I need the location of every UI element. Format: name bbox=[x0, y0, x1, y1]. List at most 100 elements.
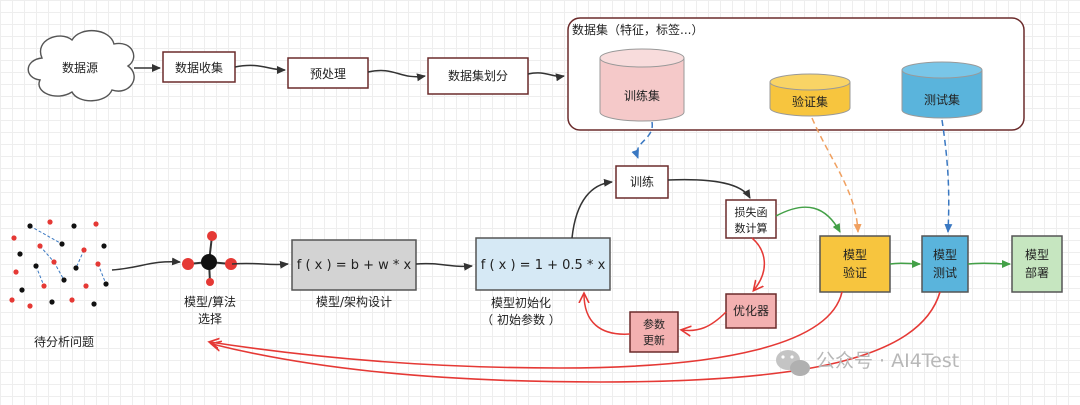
test-set-cylinder: 测试集 bbox=[901, 61, 983, 119]
arrow-train-to-loss bbox=[667, 178, 751, 199]
scatter-point bbox=[49, 299, 55, 305]
model-select-label-line1: 模型/算法 bbox=[184, 294, 236, 309]
val-set-cylinder: 验证集 bbox=[769, 73, 851, 117]
scatter-point bbox=[51, 259, 57, 265]
arrow-loss-to-optimizer bbox=[751, 237, 766, 290]
scatter-point bbox=[93, 221, 99, 227]
wechat-icon bbox=[776, 350, 810, 376]
arrow-preprocess-to-split bbox=[367, 69, 426, 82]
arrow-select-to-design bbox=[231, 260, 289, 269]
arrow-test-feedback bbox=[212, 291, 941, 383]
scatter-point bbox=[19, 287, 25, 293]
scatter-point bbox=[17, 251, 23, 257]
arrow-testset-to-test bbox=[941, 119, 953, 233]
arrow-validate-feedback bbox=[210, 291, 843, 369]
model-test-box: 模型 测试 bbox=[921, 235, 969, 293]
train-box: 训练 bbox=[615, 165, 669, 199]
param-update-label-line1: 参数 bbox=[643, 317, 665, 331]
scatter-link bbox=[97, 263, 107, 285]
scatter-point bbox=[91, 301, 97, 307]
scatter-point bbox=[27, 223, 33, 229]
scatter-point bbox=[83, 283, 89, 289]
model-validate-box: 模型 验证 bbox=[819, 235, 891, 293]
scatter-point bbox=[95, 261, 101, 267]
model-validate-label-line2: 验证 bbox=[843, 265, 867, 280]
scatter-point bbox=[11, 235, 17, 241]
arrow-problem-to-select bbox=[111, 257, 181, 271]
arrow-optimizer-to-update bbox=[682, 311, 727, 330]
arrow-split-to-dataset bbox=[527, 72, 565, 82]
scatter-point bbox=[27, 303, 33, 309]
loss-label-line2: 数计算 bbox=[735, 221, 768, 235]
loss-box: 损失函 数计算 bbox=[725, 199, 777, 239]
dataset-group-title: 数据集（特征，标签...） bbox=[572, 22, 703, 37]
arrow-design-to-init bbox=[415, 262, 473, 271]
model-select-icon bbox=[182, 231, 237, 286]
train-set-cylinder: 训练集 bbox=[599, 48, 685, 122]
scatter-point bbox=[33, 263, 39, 269]
data-source-label: 数据源 bbox=[62, 60, 98, 75]
model-validate-label-line1: 模型 bbox=[843, 248, 867, 262]
scatter-point bbox=[81, 247, 87, 253]
arrow-validate-to-test bbox=[889, 259, 921, 268]
scatter-link bbox=[53, 261, 65, 281]
scatter-point bbox=[101, 243, 107, 249]
model-design-label: 模型/架构设计 bbox=[316, 294, 392, 309]
data-source-cloud: 数据源 bbox=[27, 30, 135, 102]
arrow-update-to-init bbox=[584, 294, 631, 335]
scatter-point bbox=[71, 223, 77, 229]
scatter-point bbox=[103, 281, 109, 287]
model-design-formula: f ( x ) = b + w * x bbox=[297, 258, 412, 273]
arrow-loss-to-validate bbox=[775, 206, 841, 233]
problem-scatter bbox=[9, 219, 109, 309]
preprocessing-label: 预处理 bbox=[310, 67, 346, 81]
model-test-label-line1: 模型 bbox=[933, 248, 957, 262]
scatter-point bbox=[13, 269, 19, 275]
dataset-split-label: 数据集划分 bbox=[448, 68, 508, 83]
scatter-link bbox=[75, 249, 85, 269]
arrow-collection-to-preprocess bbox=[234, 64, 286, 74]
loss-label-line1: 损失函 bbox=[735, 205, 768, 219]
model-deploy-label-line2: 部署 bbox=[1025, 265, 1049, 280]
model-select-label-line2: 选择 bbox=[198, 312, 222, 326]
arrow-valset-to-validate bbox=[811, 117, 862, 233]
test-set-label: 测试集 bbox=[924, 92, 960, 107]
scatter-point bbox=[47, 219, 53, 225]
arrow-init-to-train bbox=[571, 178, 613, 239]
train-label: 训练 bbox=[630, 174, 654, 189]
model-init-label-line1: 模型初始化 bbox=[491, 296, 551, 310]
problem-label: 待分析问题 bbox=[34, 335, 94, 349]
scatter-point bbox=[73, 265, 79, 271]
model-test-label-line2: 测试 bbox=[933, 265, 957, 280]
watermark-text: 公众号 · AI4Test bbox=[816, 350, 959, 372]
model-init-box: f ( x ) = 1 + 0.5 * x bbox=[475, 237, 611, 291]
model-deploy-label-line1: 模型 bbox=[1025, 248, 1049, 262]
model-init-formula: f ( x ) = 1 + 0.5 * x bbox=[481, 258, 606, 273]
scatter-link bbox=[29, 225, 63, 245]
preprocessing-box: 预处理 bbox=[287, 57, 369, 89]
scatter-point bbox=[59, 241, 65, 247]
data-collection-label: 数据收集 bbox=[175, 60, 223, 75]
val-set-label: 验证集 bbox=[792, 94, 828, 109]
scatter-link bbox=[35, 265, 45, 287]
arrow-trainset-to-train bbox=[631, 121, 653, 159]
scatter-point bbox=[37, 243, 43, 249]
arrow-test-to-deploy bbox=[967, 259, 1011, 268]
optimizer-box: 优化器 bbox=[725, 293, 777, 329]
dataset-split-box: 数据集划分 bbox=[427, 57, 529, 95]
model-design-box: f ( x ) = b + w * x bbox=[291, 239, 417, 291]
model-init-label-line2: （ 初始参数 ） bbox=[481, 312, 561, 327]
param-update-box: 参数 更新 bbox=[629, 311, 679, 353]
optimizer-label: 优化器 bbox=[733, 304, 769, 318]
scatter-point bbox=[41, 283, 47, 289]
scatter-point bbox=[9, 297, 15, 303]
param-update-label-line2: 更新 bbox=[643, 333, 665, 347]
train-set-label: 训练集 bbox=[624, 88, 660, 103]
model-deploy-box: 模型 部署 bbox=[1011, 235, 1063, 293]
scatter-point bbox=[61, 277, 67, 283]
watermark: 公众号 · AI4Test bbox=[776, 350, 959, 376]
data-collection-box: 数据收集 bbox=[162, 51, 236, 83]
scatter-point bbox=[69, 297, 75, 303]
